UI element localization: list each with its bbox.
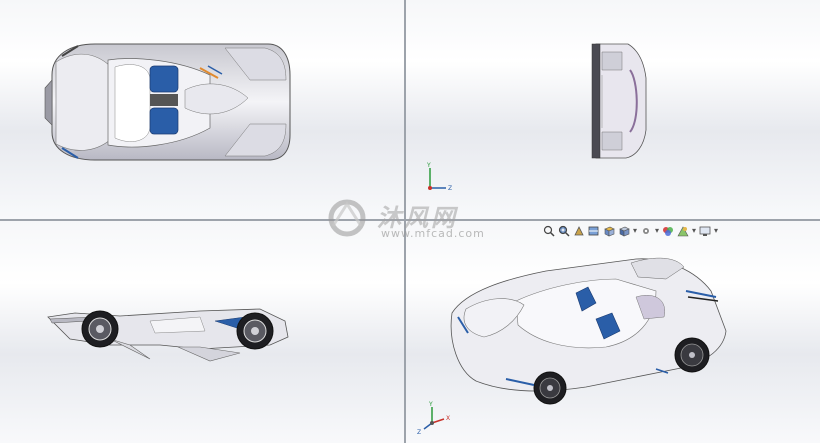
hide-show-items-icon[interactable] [640, 225, 652, 237]
triad-y-label: Y [426, 162, 431, 169]
section-view-icon[interactable] [588, 225, 600, 237]
car-side-view [47, 308, 289, 362]
display-style-icon[interactable] [618, 225, 630, 237]
dropdown-arrow-icon[interactable]: ▾ [714, 226, 719, 235]
triad-z-label: Z [448, 185, 452, 192]
previous-view-icon[interactable] [573, 225, 585, 237]
dropdown-arrow-icon[interactable]: ▾ [633, 226, 638, 235]
triad-x-label: X [446, 415, 450, 422]
heads-up-view-toolbar: ▾ ▾ ▾ ▾ [543, 223, 718, 239]
triad-z-label: Z [417, 429, 421, 436]
viewport-front-view[interactable]: Y Z [406, 0, 820, 219]
car-front-view [591, 43, 647, 159]
triad-y-label: Y [428, 401, 433, 408]
viewport-splitter-vertical[interactable] [404, 0, 406, 443]
zoom-to-area-icon[interactable] [558, 225, 570, 237]
viewport-splitter-horizontal[interactable] [0, 219, 820, 221]
view-orientation-icon[interactable] [603, 225, 615, 237]
dropdown-arrow-icon[interactable]: ▾ [655, 226, 660, 235]
zoom-to-fit-icon[interactable] [543, 225, 555, 237]
apply-scene-icon[interactable] [677, 225, 689, 237]
coordinate-triad-isometric: Y X Z [417, 401, 450, 436]
dropdown-arrow-icon[interactable]: ▾ [692, 226, 697, 235]
coordinate-triad-front: Y Z [426, 162, 452, 192]
view-settings-icon[interactable] [699, 225, 711, 237]
car-top-view [44, 43, 291, 161]
viewport-top-view[interactable] [0, 0, 404, 219]
viewport-isometric-view[interactable]: ▾ ▾ ▾ ▾ Y X Z [406, 221, 820, 443]
edit-appearance-icon[interactable] [662, 225, 674, 237]
viewport-side-view[interactable] [0, 221, 404, 443]
car-isometric-view [450, 257, 727, 405]
